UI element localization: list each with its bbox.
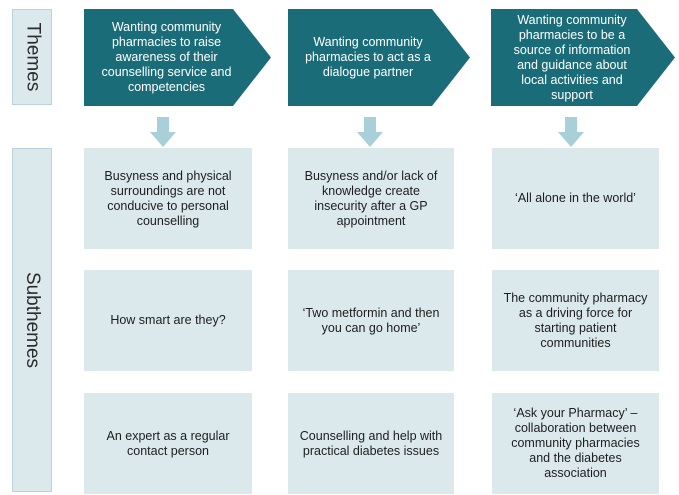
- theme-text-1: Wanting community pharmacies to raise aw…: [101, 20, 232, 94]
- subtheme-r2-c3: The community pharmacy as a driving forc…: [492, 270, 659, 371]
- theme-chevron-shape-1: [84, 9, 271, 106]
- theme-chevron-shape-3: [491, 9, 675, 106]
- subtheme-r3-c1: An expert as a regular contact person: [84, 393, 252, 494]
- subtheme-r2-c2: ‘Two metformin and then you can go home’: [288, 270, 454, 371]
- theme-text-2: Wanting community pharmacies to act as a…: [305, 35, 431, 79]
- theme-box-3: Wanting community pharmacies to be a sou…: [491, 9, 675, 106]
- themes-label-box: Themes: [12, 9, 52, 105]
- subtheme-r1-c2: Busyness and/or lack of knowledge create…: [288, 148, 454, 249]
- subtheme-r3-c3: ‘Ask your Pharmacy’ – collaboration betw…: [492, 393, 659, 494]
- subtheme-r1-c3: ‘All alone in the world’: [492, 148, 659, 249]
- down-arrow-icon-3: [558, 117, 584, 147]
- subtheme-r2-c1: How smart are they?: [84, 270, 252, 371]
- theme-box-2: Wanting community pharmacies to act as a…: [288, 9, 470, 106]
- subthemes-label-box: Subthemes: [12, 148, 52, 492]
- themes-label: Themes: [22, 22, 44, 92]
- theme-chevron-shape-2: [288, 9, 470, 106]
- subtheme-r3-c2: Counselling and help with practical diab…: [288, 393, 454, 494]
- subtheme-r1-c1: Busyness and physical surroundings are n…: [84, 148, 252, 249]
- theme-box-1: Wanting community pharmacies to raise aw…: [84, 9, 271, 106]
- theme-text-3: Wanting community pharmacies to be a sou…: [513, 12, 631, 102]
- down-arrow-icon-2: [357, 117, 383, 147]
- subthemes-label: Subthemes: [22, 271, 43, 369]
- down-arrow-icon-1: [150, 117, 176, 147]
